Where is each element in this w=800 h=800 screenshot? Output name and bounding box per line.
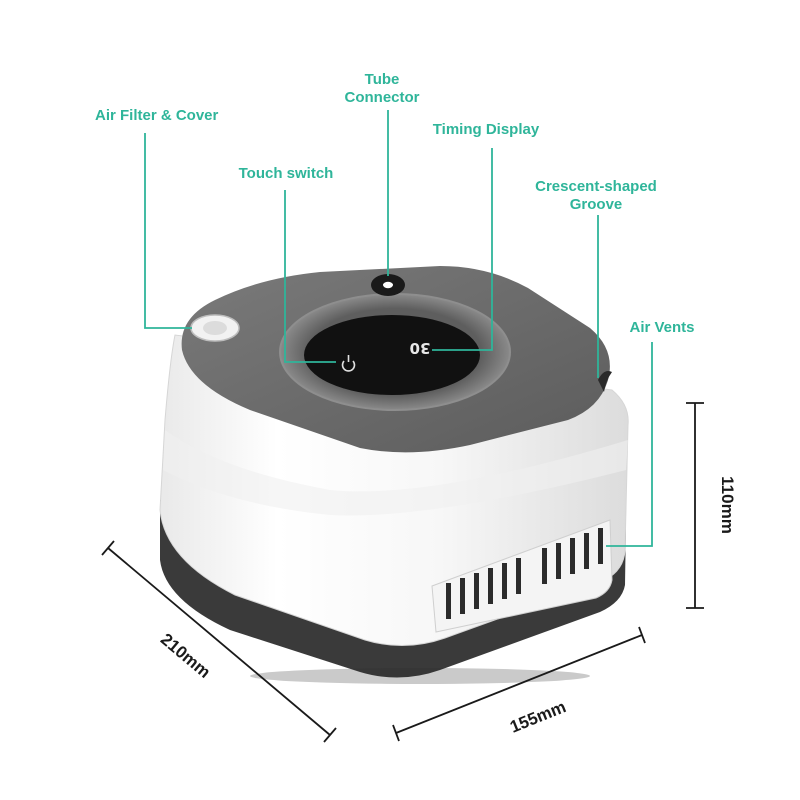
timer-readout: 30 (410, 339, 431, 357)
dimension-lines (101, 402, 704, 743)
label-groove-1: Crescent-shaped (535, 178, 657, 195)
dimension-width: 155mm (507, 697, 568, 737)
leader-air-filter (144, 133, 192, 329)
label-tube-connector-2: Connector (345, 89, 420, 106)
vent-slots (446, 528, 603, 619)
label-groove-2: Groove (570, 196, 623, 213)
power-icon[interactable] (341, 355, 356, 372)
leader-lines (144, 110, 653, 547)
timing-display-screen (304, 315, 480, 395)
label-timing-display: Timing Display (433, 121, 540, 138)
leader-air-vents (606, 342, 653, 547)
label-tube-connector-1: Tube (365, 71, 400, 88)
device: 30 (159, 266, 629, 684)
leader-timing-display (432, 148, 493, 351)
label-touch-switch: Touch switch (239, 165, 334, 182)
leader-touch-switch (284, 190, 336, 363)
label-air-filter: Air Filter & Cover (95, 107, 219, 124)
crescent-groove (598, 371, 612, 392)
dimension-depth: 210mm (157, 630, 214, 682)
label-air-vents: Air Vents (629, 319, 694, 336)
dimension-height: 110mm (718, 476, 737, 534)
